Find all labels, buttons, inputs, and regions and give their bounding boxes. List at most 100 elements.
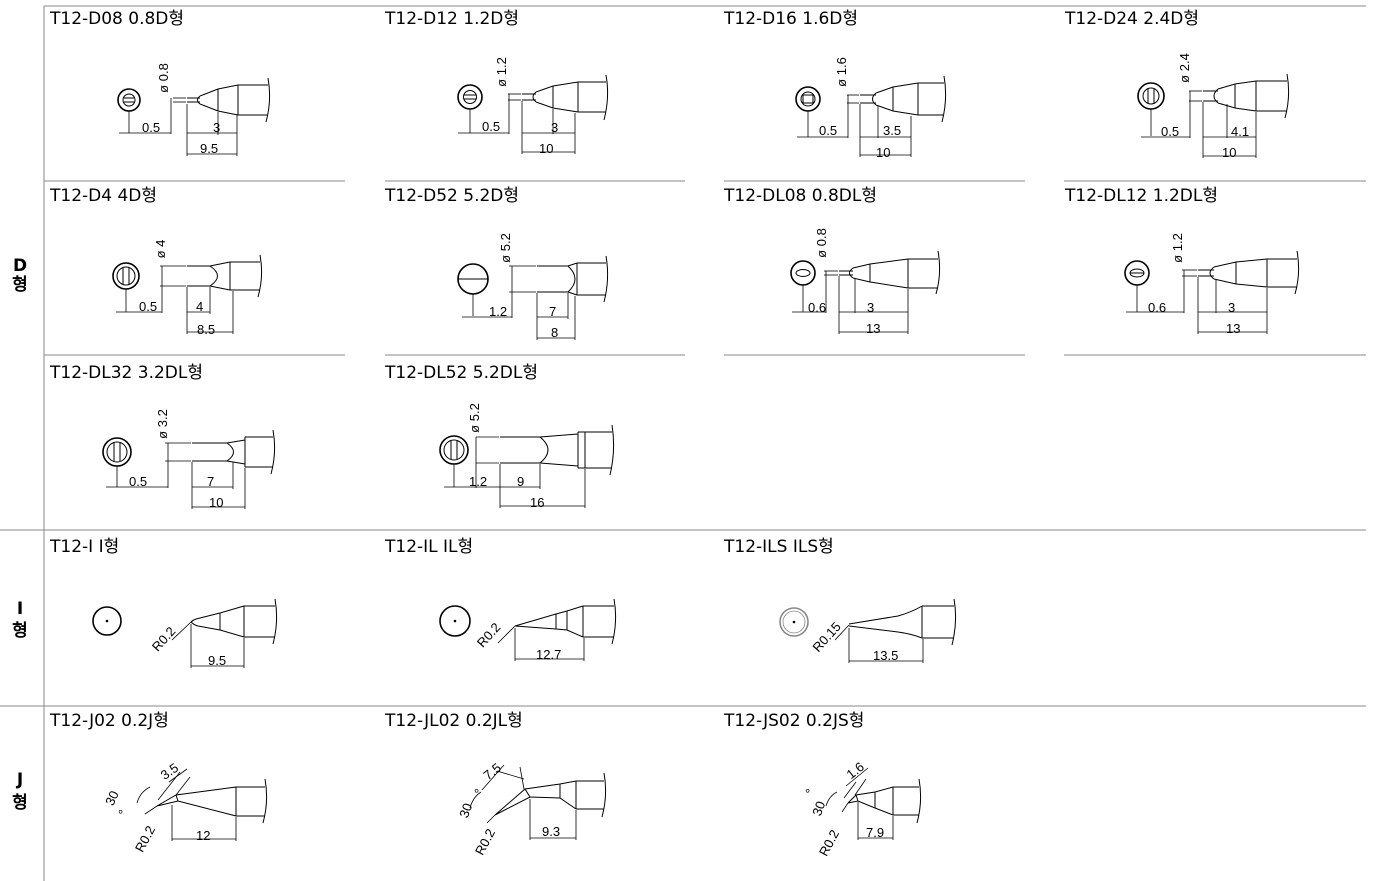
front-view-drawing bbox=[112, 262, 140, 312]
side-view-drawing bbox=[462, 255, 609, 340]
tip-title: T12-D24 2.4D형 bbox=[1064, 9, 1199, 29]
side-view-drawing bbox=[469, 764, 607, 840]
front-view-drawing bbox=[102, 437, 132, 487]
side-view-drawing bbox=[458, 74, 609, 154]
tip-title: T12-D16 1.6D형 bbox=[723, 9, 858, 29]
dimension-label: 0.5 bbox=[819, 123, 837, 138]
dimension-label: 8 bbox=[551, 325, 558, 340]
dimension-label: 9.5 bbox=[200, 141, 218, 156]
tip-cell-d16: T12-D16 1.6D형 ø 1.6 0.5 3.5 10 bbox=[723, 9, 947, 160]
dimension-label: 7.9 bbox=[866, 825, 884, 840]
side-view-drawing bbox=[834, 598, 957, 663]
dimension-label: 1.2 bbox=[489, 304, 507, 319]
degree-mark: ° bbox=[805, 786, 810, 801]
tip-title: T12-ILS ILS형 bbox=[723, 537, 834, 557]
dimension-label: ø 4 bbox=[153, 240, 168, 259]
dimension-label: 12 bbox=[196, 828, 210, 843]
dimension-label: 0.5 bbox=[142, 120, 160, 135]
dimension-label: 3.5 bbox=[883, 123, 901, 138]
degree-mark: ° bbox=[118, 807, 123, 822]
front-view-drawing bbox=[457, 84, 483, 133]
dimension-label: 3 bbox=[213, 120, 220, 135]
dimension-label: R0.2 bbox=[474, 620, 504, 650]
dimension-label: 3.5 bbox=[158, 760, 181, 783]
tip-title: T12-DL32 3.2DL형 bbox=[49, 363, 203, 383]
dimension-label: R0.2 bbox=[472, 826, 498, 857]
dimension-label: R0.2 bbox=[132, 823, 158, 854]
tip-title: T12-D08 0.8D형 bbox=[49, 9, 184, 29]
dimension-label: 13 bbox=[1226, 321, 1240, 336]
dimension-label: ø 3.2 bbox=[155, 409, 170, 439]
dimension-label: R0.2 bbox=[816, 827, 842, 858]
dimension-label: 8.5 bbox=[197, 322, 215, 337]
dimension-label: 0.5 bbox=[129, 474, 147, 489]
dimension-label: R0.2 bbox=[149, 624, 179, 654]
dimension-label: 0.6 bbox=[1148, 300, 1166, 315]
dimension-label: 4 bbox=[196, 299, 203, 314]
front-view-drawing bbox=[117, 88, 141, 133]
tip-cell-d08: T12-D08 0.8D형 ø 0.8 0.5 3 9.5 bbox=[49, 9, 271, 156]
dimension-label: 13 bbox=[866, 321, 880, 336]
tip-cell-j02: T12-J02 0.2J형 30 ° 3.5 R0.2 12 bbox=[49, 711, 268, 855]
side-view-drawing bbox=[1126, 250, 1300, 334]
tip-cell-dl52: T12-DL52 5.2DL형 ø 5.2 1.2 9 16 bbox=[384, 363, 615, 510]
dimension-label: ø 2.4 bbox=[1177, 53, 1192, 83]
tip-cell-dl32: T12-DL32 3.2DL형 ø 3.2 0.5 7 10 bbox=[49, 363, 276, 510]
category-suffix: 형 bbox=[12, 792, 28, 813]
tip-cell-d4: T12-D4 4D형 ø 4 0.5 4 8.5 bbox=[49, 186, 263, 337]
dimension-label: 10 bbox=[1222, 145, 1236, 160]
side-view-drawing bbox=[797, 75, 947, 157]
dimension-label: R0.15 bbox=[809, 619, 843, 655]
category-label-j: J 형 bbox=[12, 770, 28, 813]
dimension-label: 10 bbox=[539, 141, 553, 156]
side-view-drawing bbox=[1141, 73, 1290, 158]
dimension-label: 9 bbox=[517, 474, 524, 489]
dimension-label: 30 bbox=[809, 799, 828, 818]
dimension-label: 7 bbox=[207, 474, 214, 489]
tip-cell-d12: T12-D12 1.2D형 ø 1.2 0.5 3 10 bbox=[384, 9, 609, 156]
front-view-drawing bbox=[1137, 82, 1165, 136]
side-view-drawing bbox=[116, 254, 263, 334]
dimension-label: ø 1.2 bbox=[1170, 233, 1185, 263]
dimension-label: 30 bbox=[102, 788, 122, 807]
dimension-label: 9.5 bbox=[208, 653, 226, 668]
dimension-label: 7.5 bbox=[480, 760, 503, 783]
tip-title: T12-JL02 0.2JL형 bbox=[384, 711, 523, 731]
side-view-drawing bbox=[497, 598, 617, 661]
tip-cell-dl12: T12-DL12 1.2DL형 ø 1.2 0.6 3 13 bbox=[1064, 186, 1300, 336]
dimension-label: 1.6 bbox=[843, 759, 866, 782]
dimension-label: ø 5.2 bbox=[498, 233, 513, 263]
tip-cell-i: T12-I I형 R0.2 9.5 bbox=[49, 537, 278, 668]
tip-cell-d24: T12-D24 2.4D형 ø 2.4 0.5 4.1 10 bbox=[1064, 9, 1290, 160]
dimension-label: ø 1.2 bbox=[494, 57, 509, 87]
dimension-label: ø 0.8 bbox=[814, 228, 829, 258]
side-view-drawing bbox=[106, 429, 276, 509]
side-view-drawing bbox=[825, 767, 922, 840]
category-letter: J bbox=[16, 770, 23, 790]
front-view-drawing bbox=[457, 263, 489, 316]
dimension-label: 30 bbox=[456, 801, 475, 820]
tip-title: T12-DL52 5.2DL형 bbox=[384, 363, 538, 383]
tip-cell-ils: T12-ILS ILS형 R0.15 13.5 bbox=[723, 537, 957, 663]
tip-cell-d52: T12-D52 5.2D형 ø 5.2 1.2 7 8 bbox=[384, 186, 609, 340]
side-view-drawing bbox=[792, 250, 941, 334]
tip-cell-js02: T12-JS02 0.2JS형 30 ° 1.6 R0.2 7.9 bbox=[723, 711, 922, 859]
tip-title: T12-JS02 0.2JS형 bbox=[723, 711, 864, 731]
tip-title: T12-J02 0.2J형 bbox=[49, 711, 169, 731]
dimension-label: 10 bbox=[876, 145, 890, 160]
category-suffix: 형 bbox=[12, 620, 28, 641]
dimension-label: 0.5 bbox=[139, 299, 157, 314]
front-view-drawing bbox=[439, 435, 469, 487]
front-view-drawing bbox=[1124, 260, 1150, 312]
front-view-drawing bbox=[795, 86, 821, 137]
side-view-drawing bbox=[119, 77, 271, 156]
dimension-label: 0.6 bbox=[808, 300, 826, 315]
tip-cell-il: T12-IL IL형 R0.2 12.7 bbox=[384, 537, 617, 662]
side-view-drawing bbox=[171, 598, 278, 668]
tip-cell-jl02: T12-JL02 0.2JL형 30 ° 7.5 R0.2 9.3 bbox=[384, 711, 607, 858]
dimension-label: 0.5 bbox=[482, 119, 500, 134]
table-frame bbox=[0, 5, 1366, 881]
dimension-label: 13.5 bbox=[873, 648, 898, 663]
tip-title: T12-D4 4D형 bbox=[49, 186, 157, 206]
dimension-label: ø 5.2 bbox=[467, 403, 482, 433]
